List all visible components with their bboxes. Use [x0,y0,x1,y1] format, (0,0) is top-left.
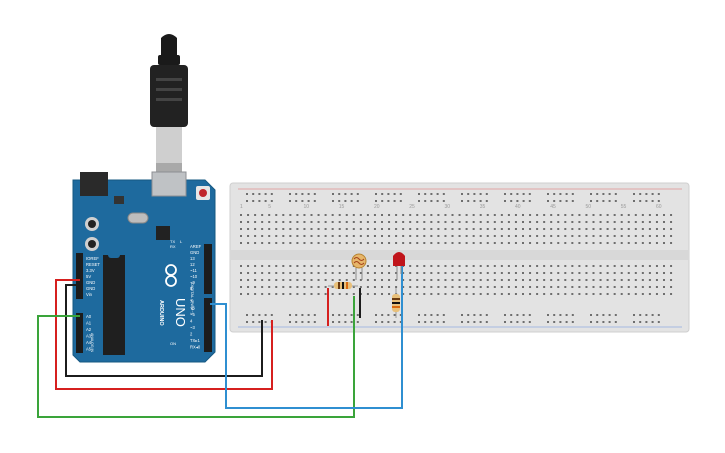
digital-pin-label: 7 [190,299,193,304]
tx-label: TX [170,239,175,244]
arduino-uno-board[interactable]: ARDUINO UNO DIGITAL (PWM~) ANALOG IN TX … [72,171,216,363]
column-number: 25 [409,204,415,210]
analog-pin-label: A1 [86,321,92,326]
column-number: 10 [303,204,309,210]
digital-header-label: DIGITAL (PWM~) [190,283,195,315]
digital-pin-label: ~10 [190,274,198,279]
digital-pin-label: ~6 [190,306,195,311]
column-number: 1 [240,204,243,210]
digital-pin-label: ~5 [190,312,195,317]
wires[interactable] [37,262,403,418]
digital-pin-label: 13 [190,256,195,261]
digital-pin-label: GND [190,250,199,255]
power-pin-label: RESET [86,262,100,267]
power-pin-label: Vin [86,292,93,297]
brand-label: ARDUINO [158,300,164,326]
power-pin-label: GND [86,280,95,285]
analog-pin-label: A4 [86,340,92,345]
digital-pin-label: 8 [190,286,193,291]
digital-pin-label: RX◂0 [190,345,201,350]
photoresistor[interactable] [351,253,367,280]
analog-header-label: ANALOG IN [90,333,94,353]
digital-header-bottom [204,298,212,352]
digital-pin-label: AREF [190,244,202,249]
column-number: 35 [480,204,486,210]
analog-pin-label: A0 [86,314,92,319]
analog-header [76,313,83,353]
wire-blue [210,262,403,409]
digital-pin-label: TX▸1 [190,338,200,343]
components[interactable] [327,252,405,326]
digital-pin-label: 2 [190,332,193,337]
column-number: 55 [621,204,627,210]
digital-header-top [204,244,212,294]
arduino-logo [165,264,177,287]
column-number: 5 [268,204,271,210]
atmega-chip [103,255,125,355]
column-number: 45 [550,204,556,210]
digital-pin-label: ~9 [190,280,195,285]
model-label: UNO [173,298,188,327]
on-led-label: ON [170,341,176,346]
usb-port [151,171,187,197]
digital-pin-label: 4 [190,319,193,324]
column-number: 50 [585,204,591,210]
wire-black [65,284,263,377]
l-led-label: L [180,239,183,244]
column-number: 30 [444,204,450,210]
power-pin-label: 3.3V [86,268,95,273]
resistor-2[interactable] [392,288,400,318]
usb-cable[interactable] [150,34,188,173]
column-number: 20 [374,204,380,210]
digital-pin-label: 12 [190,262,195,267]
column-number: 15 [339,204,345,210]
wire-green [37,296,355,418]
pin-labels: IOREFRESET3.3V5VGNDGNDVinA0A1A2A3A4A5ARE… [86,244,202,352]
resistor-1[interactable] [328,282,358,289]
rx-label: RX [170,244,176,249]
power-pin-label: IOREF [86,256,99,261]
power-pin-label: GND [86,286,95,291]
analog-pin-label: A5 [86,347,92,352]
power-jack [80,172,108,196]
red-led[interactable] [393,252,405,280]
breadboard-holes [240,193,673,323]
analog-pin-label: A2 [86,327,92,332]
column-number: 60 [656,204,662,210]
column-number: 40 [515,204,521,210]
analog-pin-label: A3 [86,334,92,339]
power-pin-label: 5V [86,274,91,279]
power-header [76,253,83,299]
digital-pin-label: ~11 [190,268,197,273]
digital-pin-label: ~3 [190,325,195,330]
wire-red [55,279,273,390]
